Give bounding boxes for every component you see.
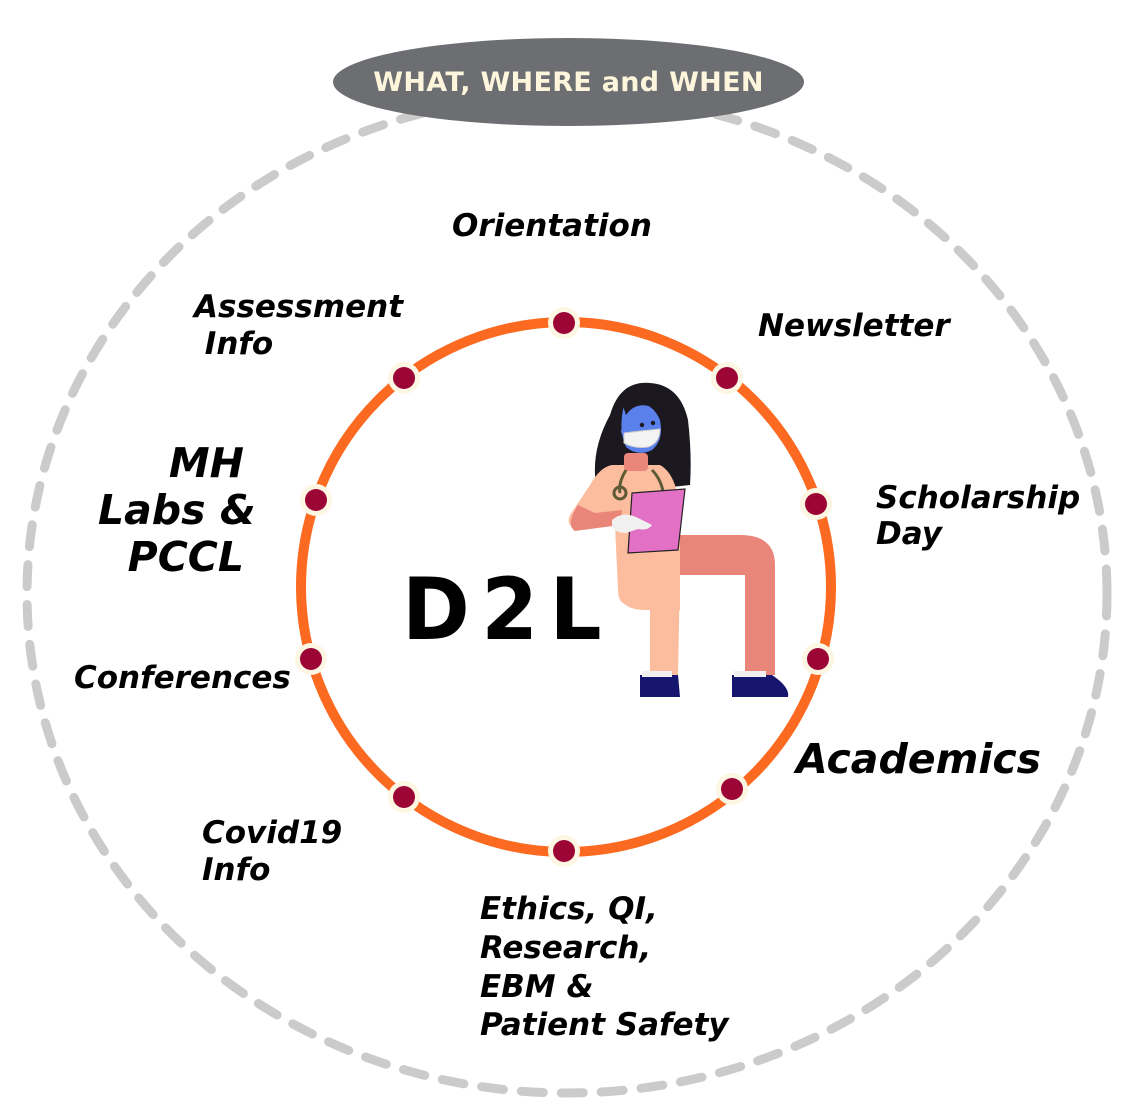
node-orientation [548,307,580,339]
label-newsletter: Newsletter [758,308,950,344]
label-orientation: Orientation [452,208,652,244]
label-mh-labs-pccl: MH Labs & PCCL [98,439,256,582]
node-newsletter [711,362,743,394]
node-academics-lower [716,773,748,805]
nurse-with-clipboard-icon [568,382,789,697]
label-conferences: Conferences [74,660,291,696]
node-scholarship [800,488,832,520]
label-academics: Academics [796,735,1042,783]
node-conferences [295,643,327,675]
title-pill: WHAT, WHERE and WHEN [333,38,804,126]
node-mh-labs [300,484,332,516]
label-ethics-qi-research: Ethics, QI, Research, EBM & Patient Safe… [480,891,729,1044]
node-assessment [388,362,420,394]
center-d2l-label: D2L [402,560,613,660]
label-covid19-info: Covid19 Info [202,815,343,889]
label-assessment-info: Assessment Info [194,289,404,363]
title-text: WHAT, WHERE and WHEN [373,66,764,98]
node-ethics [548,835,580,867]
node-academics-upper [802,643,834,675]
node-covid19 [388,781,420,813]
label-scholarship-day: Scholarship Day [876,480,1081,553]
ring-nodes [295,307,834,867]
